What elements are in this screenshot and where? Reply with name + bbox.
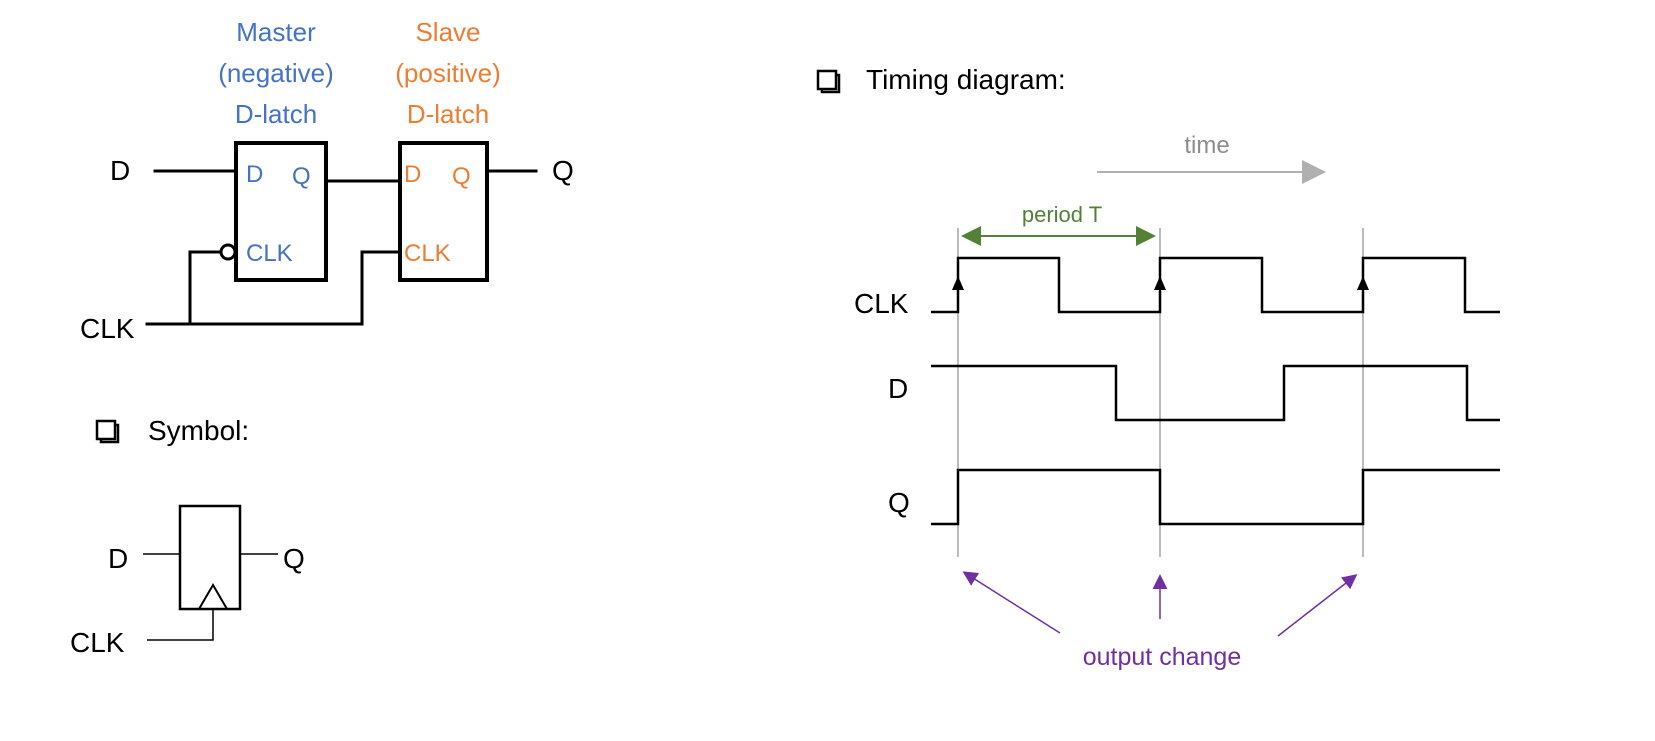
period-label: period T [1022, 202, 1102, 227]
symbol-flipflop-box [178, 504, 242, 611]
output-change-arrow-1 [962, 571, 1061, 634]
time-label: time [1184, 132, 1229, 159]
master-title-line1: Master [236, 17, 316, 47]
clk-waveform [931, 256, 1500, 314]
master-title-line3: D-latch [235, 99, 317, 129]
master-latch-box [234, 141, 328, 282]
master-title-line2: (negative) [218, 58, 334, 88]
wire-clk-master [188, 250, 222, 326]
d-waveform [931, 364, 1500, 422]
circuit-input-d-label: D [110, 155, 130, 186]
symbol-output-q: Q [283, 543, 305, 574]
slave-title-line1: Slave [415, 17, 480, 47]
circuit-input-clk-label: CLK [80, 313, 135, 344]
output-change-arrow-3 [1277, 574, 1358, 637]
symbol-heading: Symbol: [148, 415, 249, 446]
rising-edge-marker-1 [952, 276, 964, 290]
symbol-wire-clk [147, 609, 214, 641]
slave-title-line3: D-latch [407, 99, 489, 129]
symbol-bullet-icon [95, 419, 117, 441]
master-pin-d: D [246, 161, 263, 188]
symbol-input-d: D [108, 543, 128, 574]
slave-latch-box [398, 141, 489, 282]
clock-edge-triangle-icon [198, 583, 228, 610]
slave-title-line2: (positive) [395, 58, 500, 88]
master-pin-clk: CLK [246, 240, 293, 267]
slave-title: Slave (positive) D-latch [395, 17, 500, 129]
clk-inversion-bubble [219, 243, 237, 261]
wire-clk-slave [145, 250, 402, 326]
timing-heading: Timing diagram: [866, 64, 1066, 95]
signal-label-clk: CLK [854, 288, 909, 319]
symbol-bullet-shadow [99, 423, 120, 444]
master-title: Master (negative) D-latch [218, 17, 334, 129]
rising-edge-marker-3 [1357, 276, 1369, 290]
output-change-label: output change [1083, 643, 1241, 671]
timing-bullet-icon [816, 69, 838, 91]
slave-pin-d: D [404, 161, 421, 188]
slave-pin-clk: CLK [404, 240, 451, 267]
rising-edge-marker-2 [1154, 276, 1166, 290]
slave-pin-q: Q [452, 163, 471, 190]
circuit-output-q-label: Q [552, 155, 574, 186]
signal-label-q: Q [888, 487, 910, 518]
timing-bullet-shadow [820, 73, 841, 94]
q-waveform [931, 468, 1500, 526]
symbol-input-clk: CLK [70, 627, 125, 658]
master-pin-q: Q [292, 163, 311, 190]
signal-label-d: D [888, 373, 908, 404]
